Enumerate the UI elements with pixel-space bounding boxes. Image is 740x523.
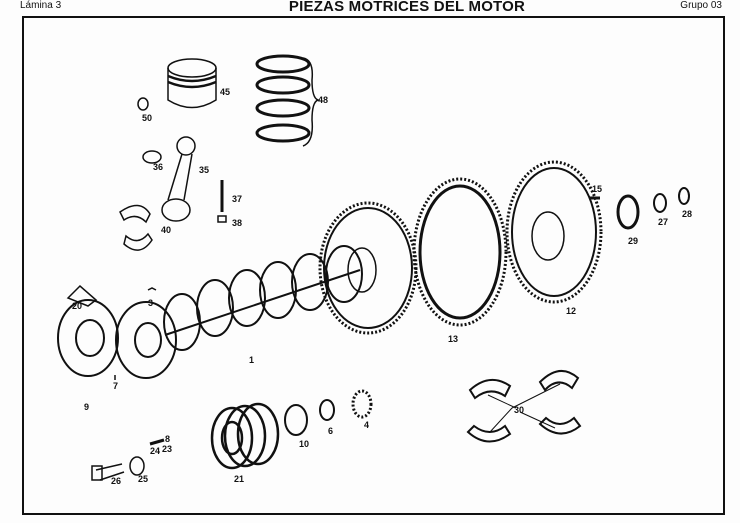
part-label: 13	[448, 334, 459, 344]
part-label: 8	[165, 434, 171, 444]
part-label: 15	[592, 184, 603, 194]
part-label: 40	[161, 225, 172, 235]
part-label: 28	[682, 209, 693, 219]
washer-25	[129, 456, 145, 476]
part-label: 37	[232, 194, 243, 204]
bearing-shell-lower	[123, 232, 153, 251]
part-label: 7	[113, 381, 119, 391]
part-label: 50	[142, 113, 153, 123]
part-label: 26	[111, 476, 122, 486]
seal-6	[319, 399, 335, 421]
seal-10	[284, 404, 308, 436]
part-label: 10	[299, 439, 310, 449]
seal-housing	[115, 301, 177, 379]
part-label: 4	[364, 420, 370, 430]
part-label: 24	[150, 446, 161, 456]
part-label: 45	[220, 87, 231, 97]
part-label: 20	[72, 301, 83, 311]
connecting-rod	[161, 136, 196, 222]
page-title: PIEZAS MOTRICES DEL MOTOR	[288, 0, 526, 15]
pulley-bolt-26	[95, 463, 125, 481]
front-cover	[57, 299, 119, 377]
part-label: 27	[658, 217, 669, 227]
piston-pin-clip	[137, 97, 149, 111]
part-label: 23	[162, 444, 173, 454]
part-label: 30	[514, 405, 525, 415]
group-number: Grupo 03	[680, 0, 722, 11]
pin-24	[149, 438, 165, 446]
rod-bushing	[142, 150, 162, 164]
plate-number: Lámina 3	[20, 0, 62, 11]
bearing-28	[678, 187, 690, 205]
part-label: 48	[318, 95, 329, 105]
part-label: 12	[566, 306, 577, 316]
part-label: 29	[628, 236, 639, 246]
part-label: 25	[138, 474, 149, 484]
rod-nut	[217, 215, 227, 223]
key	[147, 287, 157, 291]
part-label: 9	[84, 402, 90, 412]
part-label: 38	[232, 218, 243, 228]
crankshaft	[163, 245, 363, 351]
flywheel-2	[505, 160, 603, 304]
part-label: 35	[199, 165, 210, 175]
piston	[167, 58, 217, 109]
part-label: 21	[234, 474, 245, 484]
part-label: 6	[328, 426, 334, 436]
bracket	[66, 284, 98, 307]
timing-gear-4	[351, 389, 373, 419]
seal-29	[616, 194, 640, 230]
part-label: 1	[249, 355, 255, 365]
part-label: 3	[148, 298, 154, 308]
rings-brace	[302, 57, 321, 147]
crank-pulley	[210, 402, 280, 470]
diagram-frame	[22, 16, 725, 515]
piston-rings	[255, 54, 311, 143]
bolt-head	[91, 465, 103, 481]
bearing-shell-upper	[119, 204, 151, 224]
bearing-27	[653, 193, 667, 213]
flywheel	[318, 201, 418, 335]
part-label: 36	[153, 162, 164, 172]
ring-gear	[412, 177, 508, 327]
main-bearing-shells	[466, 370, 582, 443]
